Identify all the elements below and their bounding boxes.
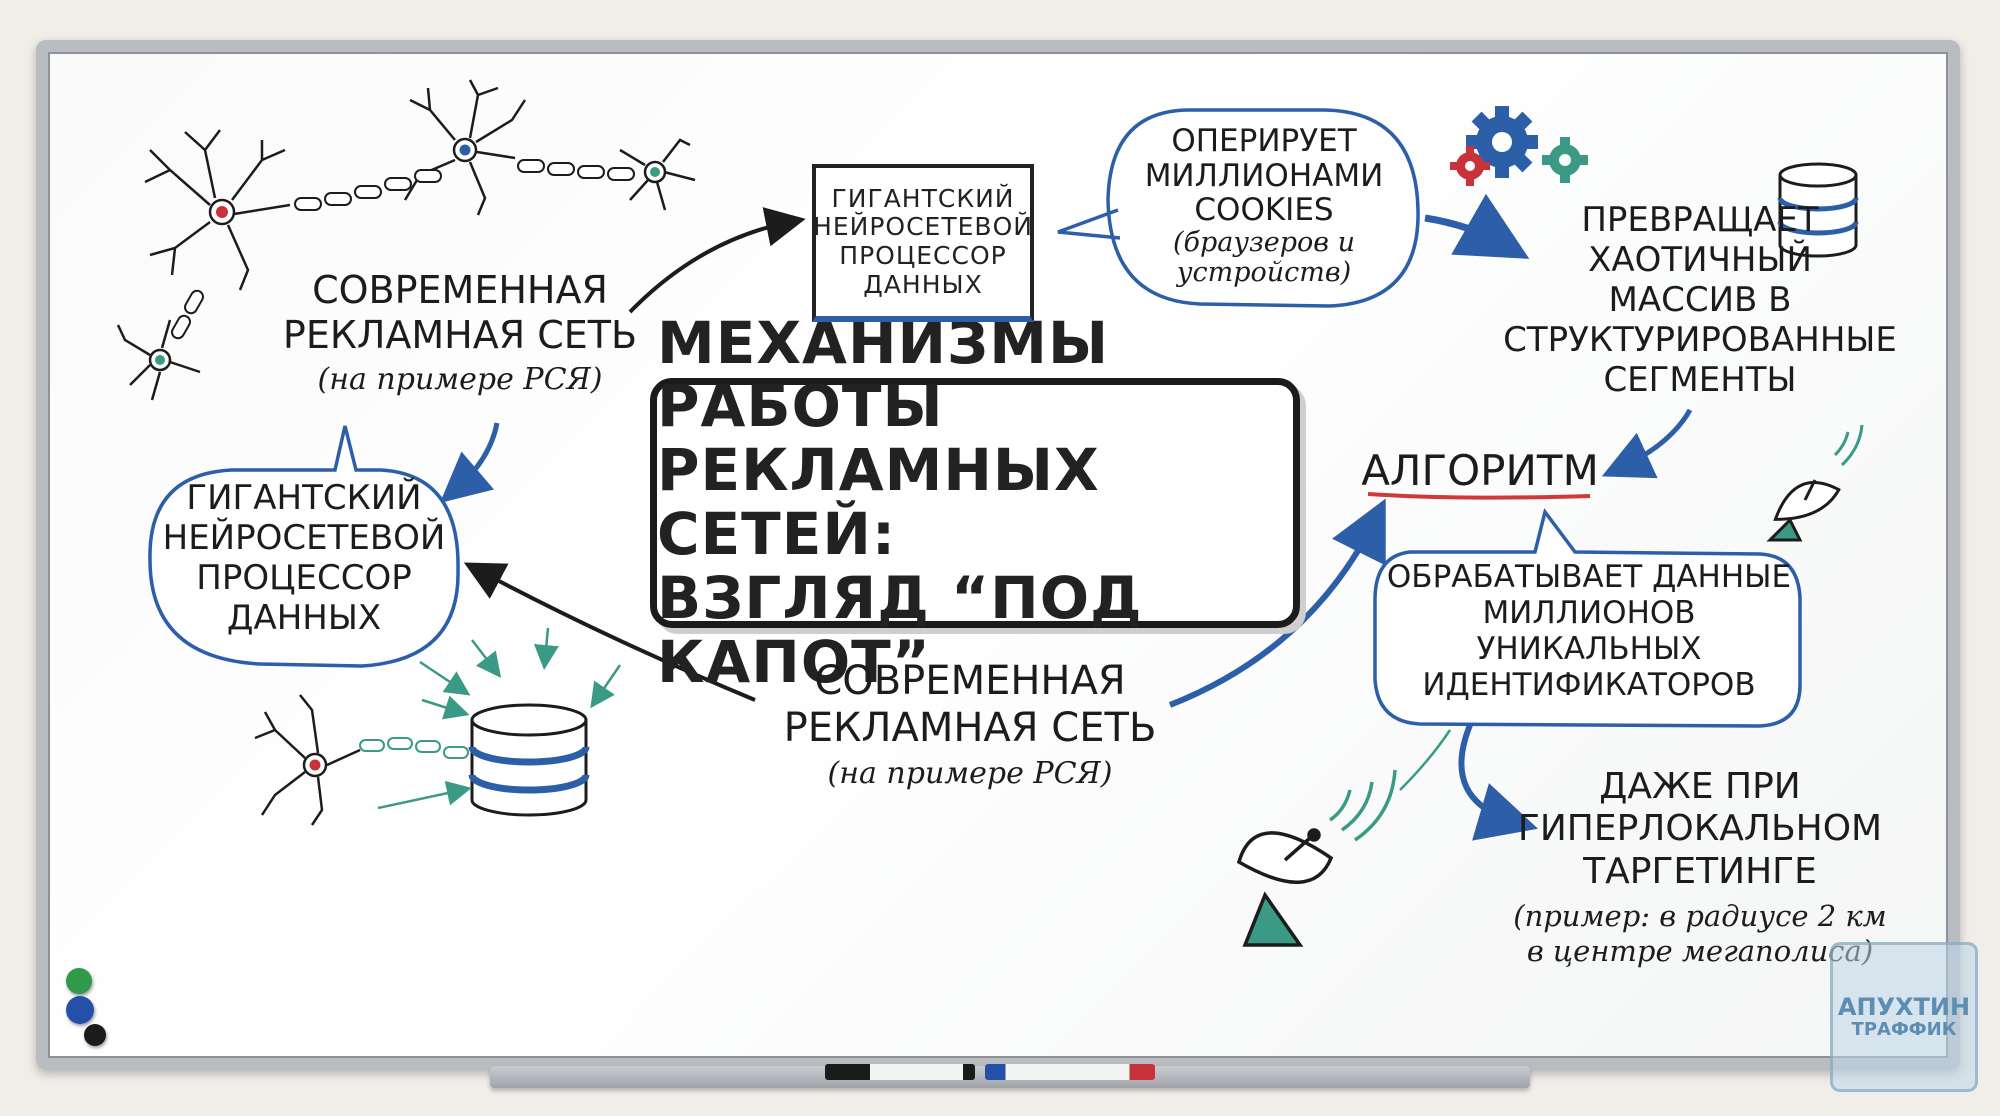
- cookies-bubble-outline: [1057, 108, 1420, 308]
- neuron-icon: [403, 79, 527, 216]
- center-network-label: СОВРЕМЕННАЯ РЕКЛАМНАЯ СЕТЬ (на примере Р…: [783, 658, 1157, 792]
- title-line-3: ВЗГЛЯД “ПОД КАПОТ”: [657, 563, 1143, 696]
- left-network-label: СОВРЕМЕННАЯ РЕКЛАМНАЯ СЕТЬ (на примере Р…: [282, 268, 638, 397]
- transform-text: ПРЕВРАЩАЕТ ХАОТИЧНЫЙ МАССИВ В СТРУКТУРИР…: [1503, 200, 1897, 401]
- satellite-dish-icon: [1236, 729, 1452, 947]
- magnet-green: [66, 968, 92, 994]
- algorithm-label: АЛГОРИТМ: [1361, 446, 1599, 495]
- magnet-black: [84, 1024, 106, 1046]
- processor-bubble-outline: [148, 425, 460, 668]
- marker-black[interactable]: [825, 1064, 975, 1080]
- arrow-network-to-processor: [628, 207, 806, 314]
- title-line-1: МЕХАНИЗМЫ РАБОТЫ: [657, 308, 1110, 441]
- processor-box: ГИГАНТСКИЙ НЕЙРОСЕТЕВОЙ ПРОЦЕССОР ДАННЫХ: [812, 164, 1034, 322]
- database-icon: [1777, 162, 1859, 258]
- neuron-icon: [116, 319, 201, 401]
- arrow-transform-to-algorithm: [1601, 408, 1693, 479]
- neuron-icon: [254, 694, 361, 826]
- neuron-icon: [144, 129, 291, 291]
- cookies-bubble-text: ОПЕРИРУЕТ МИЛЛИОНАМИ COOKIES (браузеров …: [1144, 123, 1384, 289]
- hyperlocal-text: ДАЖЕ ПРИ ГИПЕРЛОКАЛЬНОМ ТАРГЕТИНГЕ (прим…: [1513, 766, 1887, 968]
- arrow-center-to-bubble: [463, 562, 756, 702]
- arrow-cookies-to-transform: [1424, 193, 1530, 259]
- ids-bubble-outline: [1373, 508, 1802, 728]
- arrow-network-to-bubble: [439, 422, 500, 504]
- arrow-ids-to-hyperlocal: [1458, 723, 1539, 841]
- brand-logo: АПУХТИН ТРАФФИК: [1830, 942, 1978, 1092]
- main-title: МЕХАНИЗМЫ РАБОТЫ РЕКЛАМНЫХ СЕТЕЙ: ВЗГЛЯД…: [650, 311, 1300, 693]
- title-line-2: РЕКЛАМНЫХ СЕТЕЙ:: [657, 436, 1100, 568]
- processor-bubble-text: ГИГАНТСКИЙ НЕЙРОСЕТЕВОЙ ПРОЦЕССОР ДАННЫХ: [162, 478, 446, 639]
- satellite-dish-icon: [1766, 424, 1864, 542]
- ids-bubble-text: ОБРАБАТЫВАЕТ ДАННЫЕ МИЛЛИОНОВ УНИКАЛЬНЫХ…: [1386, 559, 1792, 703]
- gears-icon: [1450, 106, 1588, 186]
- magnet-blue: [66, 996, 94, 1024]
- marker-blue[interactable]: [985, 1064, 1155, 1080]
- arrow-center-to-algorithm: [1168, 498, 1386, 708]
- database-icon: [468, 703, 590, 817]
- neuron-icon: [619, 138, 696, 211]
